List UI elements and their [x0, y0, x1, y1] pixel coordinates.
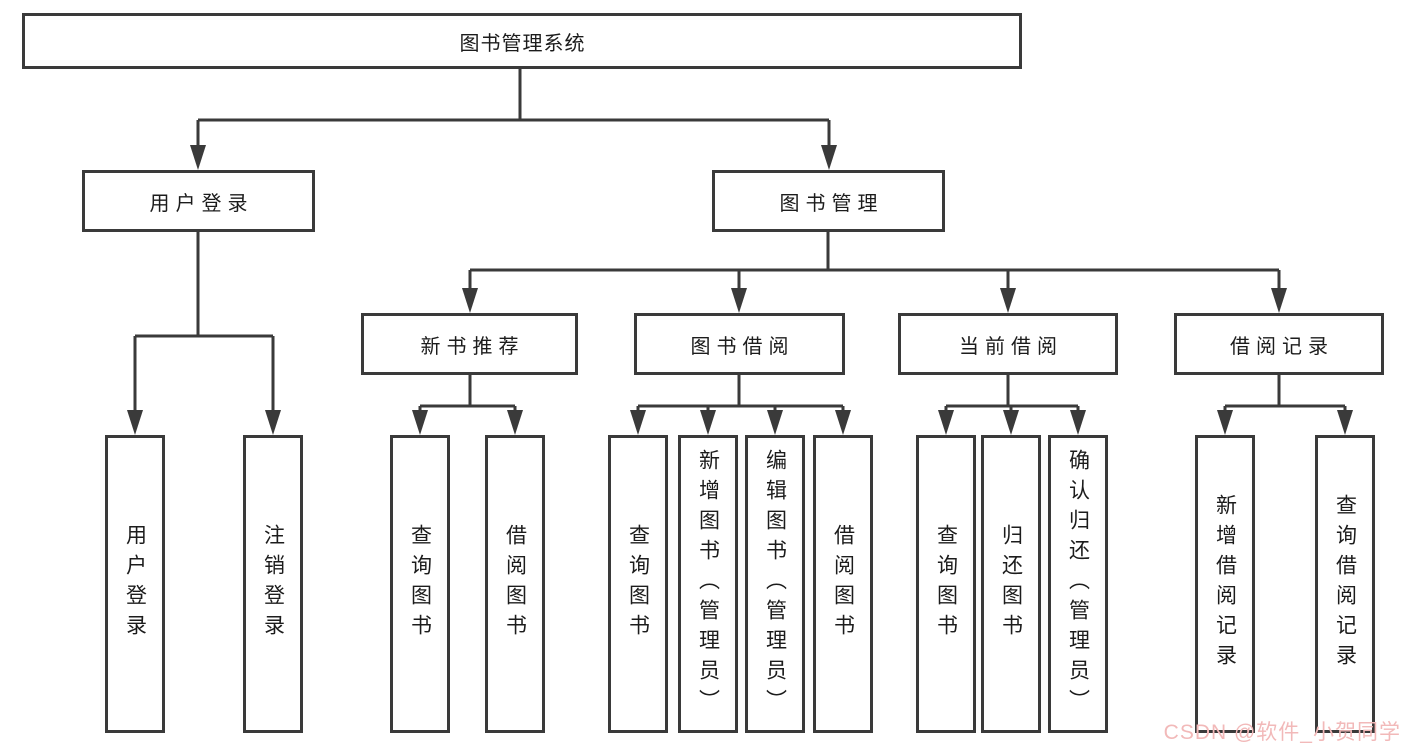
node-user-login-label: 用户登录: [149, 192, 254, 215]
node-book-borrow-label: 图书借阅: [690, 335, 795, 358]
node-root-label: 图书管理系统: [459, 32, 586, 55]
leaf-confirm-return-admin: 确认归还（管理员）: [1048, 435, 1108, 733]
leaf-return-book: 归还图书: [981, 435, 1041, 733]
leaf-user-login-label: 用户登录: [123, 524, 147, 644]
leaf-borrow-query-book-label: 查询图书: [626, 524, 650, 644]
node-borrow-records: 借阅记录: [1174, 313, 1384, 375]
node-borrow-records-label: 借阅记录: [1230, 335, 1334, 358]
leaf-borrow-query-book: 查询图书: [608, 435, 668, 733]
leaf-recommend-borrow-book: 借阅图书: [485, 435, 545, 733]
leaf-query-borrow-record-label: 查询借阅记录: [1333, 494, 1357, 674]
leaf-current-query-book-label: 查询图书: [934, 524, 958, 644]
csdn-watermark: CSDN @软件_小贺同学: [1163, 721, 1401, 744]
leaf-edit-book-admin-label: 编辑图书（管理员）: [763, 449, 787, 719]
node-new-book-recommend: 新书推荐: [361, 313, 578, 375]
leaf-add-borrow-record: 新增借阅记录: [1195, 435, 1255, 733]
leaf-return-book-label: 归还图书: [999, 524, 1023, 644]
node-root: 图书管理系统: [22, 13, 1022, 69]
node-book-management: 图书管理: [712, 170, 945, 232]
node-current-borrow-label: 当前借阅: [959, 335, 1063, 358]
node-book-borrow: 图书借阅: [634, 313, 845, 375]
leaf-add-book-admin-label: 新增图书（管理员）: [696, 449, 720, 719]
leaf-query-borrow-record: 查询借阅记录: [1315, 435, 1375, 733]
node-user-login: 用户登录: [82, 170, 315, 232]
leaf-edit-book-admin: 编辑图书（管理员）: [745, 435, 805, 733]
node-current-borrow: 当前借阅: [898, 313, 1118, 375]
leaf-user-login: 用户登录: [105, 435, 165, 733]
leaf-add-borrow-record-label: 新增借阅记录: [1213, 494, 1237, 674]
leaf-current-query-book: 查询图书: [916, 435, 976, 733]
node-new-book-recommend-label: 新书推荐: [420, 335, 525, 358]
leaf-borrow-book-label: 借阅图书: [831, 524, 855, 644]
node-book-management-label: 图书管理: [779, 192, 884, 215]
leaf-recommend-query-book-label: 查询图书: [408, 524, 432, 644]
arrowheads: [127, 145, 1353, 435]
leaf-borrow-book: 借阅图书: [813, 435, 873, 733]
leaf-recommend-borrow-book-label: 借阅图书: [503, 524, 527, 644]
leaf-logout-label: 注销登录: [261, 524, 285, 644]
leaf-recommend-query-book: 查询图书: [390, 435, 450, 733]
leaf-add-book-admin: 新增图书（管理员）: [678, 435, 738, 733]
leaf-confirm-return-admin-label: 确认归还（管理员）: [1066, 449, 1090, 719]
leaf-logout: 注销登录: [243, 435, 303, 733]
